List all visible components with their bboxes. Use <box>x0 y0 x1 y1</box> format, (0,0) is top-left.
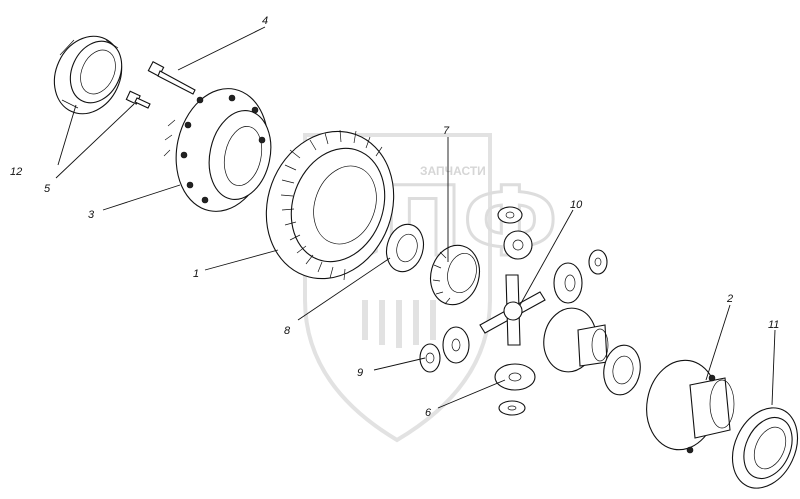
bolt-4 <box>147 61 196 95</box>
bolt-5 <box>125 90 151 109</box>
callout-2: 2 <box>726 293 733 305</box>
pinion-gear-6 <box>494 363 536 391</box>
callout-1: 1 <box>193 268 199 280</box>
washer-9 <box>419 343 441 373</box>
pinion-washer-top <box>497 206 523 224</box>
case-half-3 <box>163 88 272 212</box>
callout-labels: 4 12 5 3 1 8 7 10 9 6 2 11 <box>10 15 779 419</box>
bearing-12 <box>53 35 123 115</box>
side-gear-right <box>543 307 609 373</box>
washer-right-small <box>588 249 608 275</box>
case-half-2 <box>646 359 735 454</box>
washer-right <box>603 344 641 396</box>
leader-lines <box>55 26 776 409</box>
cross-spider-10 <box>479 274 546 346</box>
callout-3: 3 <box>88 209 95 221</box>
callout-6: 6 <box>425 407 432 419</box>
pinion-gear-top <box>503 230 533 260</box>
callout-10: 10 <box>570 199 583 211</box>
callout-12: 12 <box>10 166 22 178</box>
watermark-text: ЗАПЧАСТИ <box>420 164 486 178</box>
callout-5: 5 <box>44 183 51 195</box>
side-gear-7 <box>430 244 480 306</box>
ring-gear-1 <box>265 129 395 281</box>
callout-8: 8 <box>284 325 291 337</box>
pinion-gear-lower-left <box>442 326 470 364</box>
callout-7: 7 <box>443 125 450 137</box>
washer-8 <box>385 223 425 273</box>
callout-4: 4 <box>262 15 268 27</box>
bearing-11 <box>731 407 799 489</box>
callout-9: 9 <box>357 367 363 379</box>
callout-11: 11 <box>768 319 779 331</box>
pinion-gear-right <box>553 262 583 304</box>
washer-bottom <box>498 400 526 416</box>
